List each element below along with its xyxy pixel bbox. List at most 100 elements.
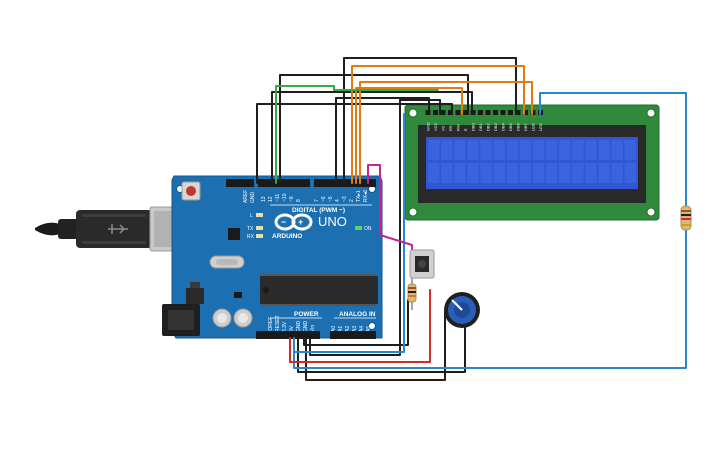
lcd-cell [493,163,505,183]
wire-red-5v [289,289,431,363]
led-tx [256,226,263,230]
lcd-pin-label: V0 [441,125,446,131]
led-label-tx: TX [247,226,254,232]
atmega-chip [260,274,378,306]
lcd-cell [441,163,453,183]
lcd-cell [545,140,558,160]
svg-text:−: − [281,217,286,227]
lcd-pin [440,110,446,115]
lcd-cell [585,140,597,160]
lcd-character-grid [428,140,636,183]
arduino-uno-board: AREF GND 13 12 ~11 ~10 ~9 8 7 ~6 ~5 4 ~3… [162,175,383,339]
lcd-pin [433,110,438,115]
pin-label-a3: A3 [352,326,358,332]
led-l [256,213,263,217]
lcd-pin [523,110,528,115]
lcd-pin-label: DB4 [501,122,506,131]
lcd-pin [448,110,453,115]
pin-label-a0: A0 [331,326,337,332]
pin-label-gnd-2: GND [303,321,309,333]
lcd-cell [559,163,571,183]
lcd-cell [611,163,623,183]
pin-label-a2: A2 [345,326,351,332]
pin-label-13: 13 [261,196,267,202]
lcd-cell [611,140,623,160]
lcd-pin-label: DB6 [516,122,521,131]
pin-label-vin: Vin [310,325,316,332]
digital-header-label: DIGITAL (PWM ~) [292,207,345,214]
lcd-cell [467,140,479,160]
lcd-cell [441,140,453,160]
lcd-cell [559,140,571,160]
push-button[interactable] [409,249,435,279]
pin-label-2: 2 [349,199,355,202]
lcd-cell [624,140,636,160]
wire-blue-2 [293,113,405,353]
pin-label-5v: 5V [289,325,295,332]
capacitor-1 [212,308,232,328]
lcd-pin-label: DB1 [478,122,483,131]
lcd-pin [485,110,491,115]
led-on [355,226,362,230]
voltage-regulator [186,288,204,304]
lcd-cell [480,140,492,160]
lcd-pin [508,110,513,115]
wire-black-2 [279,74,469,184]
lcd-pin [463,110,468,115]
lcd-cell [480,163,492,183]
lcd-cell [532,140,545,160]
led-label-l: L [250,213,253,219]
pin-label-6: ~6 [321,196,327,202]
on-label: ON [364,226,372,232]
lcd-pin [478,110,483,115]
reset-button[interactable] [181,181,201,201]
lcd-pin-label: RW [456,124,461,131]
pin-label-reset: RESET [275,315,281,332]
lcd-cell [428,163,440,183]
wire-orange-3 [355,87,463,184]
pin-label-7: 7 [314,199,320,202]
svg-text:+: + [298,217,303,227]
lcd-cell [572,140,584,160]
lcd-pin [515,110,521,115]
lcd-pin-label: LED [531,123,536,131]
lcd-cell [428,140,440,160]
wire-black-gnd [309,99,401,356]
lcd-cell [532,163,545,183]
pin-label-0: RX◂0 [363,190,369,202]
pin-label-11: ~11 [275,194,281,202]
wire-black-1 [271,91,473,184]
lcd-cell [454,163,466,183]
wire-black-3 [335,97,430,184]
lcd-pin-label: VCC [433,122,438,131]
wire-black-5 [343,57,517,184]
led-label-rx: RX [247,234,255,240]
pin-label-ioref: IOREF [268,317,274,332]
pin-label-a1: A1 [338,326,344,332]
pin-label-4: 4 [335,199,341,202]
lcd-cell [545,163,558,183]
lcd-pin [455,110,461,115]
pin-label-8: 8 [296,199,302,202]
lcd-cell [519,163,532,183]
lcd-pin-label: DB5 [508,122,513,131]
wires [256,57,687,381]
pin-label-gnd-top: GND [250,192,256,204]
lcd-pin-label: LED [538,123,543,131]
lcd-cell [624,163,636,183]
potentiometer-knob[interactable] [444,292,480,328]
header-aref-gnd [226,179,254,187]
lcd-cell [598,163,610,183]
wire-black-4 [256,103,453,184]
analog-header [330,331,376,339]
power-header [256,331,320,339]
lcd-cell [519,140,532,160]
lcd-cell [598,140,610,160]
lcd-cell [454,140,466,160]
lcd-cell [572,163,584,183]
pin-label-gnd-1: GND [296,321,302,333]
lcd-cell [506,140,519,160]
lcd-cell [585,163,597,183]
